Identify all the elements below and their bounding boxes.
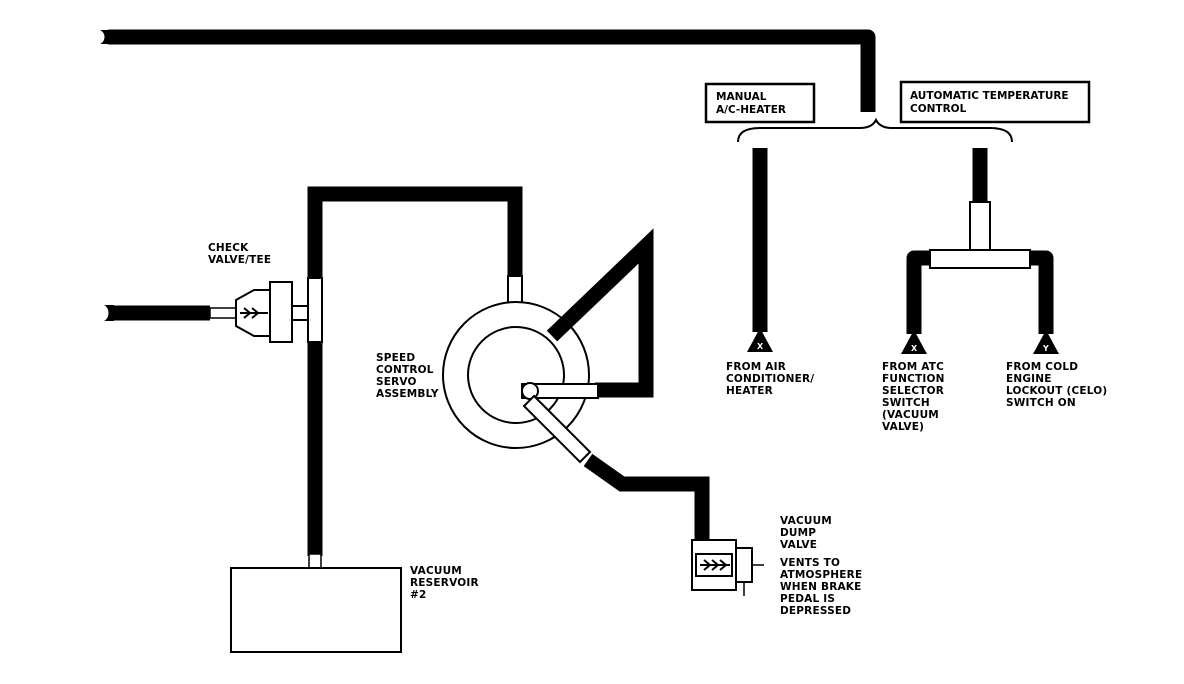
atc-branch-left — [906, 250, 930, 334]
reservoir-label: VACUUM RESERVOIR #2 — [410, 565, 479, 601]
vacuum-reservoir — [230, 567, 402, 653]
from-ac-label-3: HEATER — [726, 385, 773, 397]
main-vacuum-line — [108, 29, 876, 112]
manual-box-line-2: A/C-HEATER — [716, 104, 786, 116]
servo-label-2: CONTROL — [376, 364, 434, 376]
dump-note-3: WHEN BRAKE — [780, 581, 862, 593]
reservoir-label-3: #2 — [410, 589, 427, 601]
from-ac-label-1: FROM AIR — [726, 361, 786, 373]
from-atc-label-3: SELECTOR — [882, 385, 944, 397]
manual-ac-heater-box — [704, 82, 816, 124]
manual-box-line-1: MANUAL — [716, 91, 767, 103]
from-celo-label: FROM COLD ENGINE LOCKOUT (CELO) SWITCH O… — [1006, 361, 1107, 409]
inlet-stub — [209, 307, 237, 319]
dump-valve-label: VACUUM DUMP VALVE — [780, 515, 832, 551]
from-atc-label: FROM ATC FUNCTION SELECTOR SWITCH (VACUU… — [882, 361, 945, 433]
atc-branch-right — [1030, 250, 1054, 334]
from-atc-label-6: VALVE) — [882, 421, 924, 433]
servo-to-dump-hose — [583, 453, 710, 540]
from-celo-connector — [1033, 330, 1059, 354]
from-ac-label-2: CONDITIONER/ — [726, 373, 814, 385]
dump-valve-label-2: DUMP — [780, 527, 816, 539]
dump-note-label: VENTS TO ATMOSPHERE WHEN BRAKE PEDAL IS … — [780, 557, 862, 617]
atc-box — [899, 80, 1091, 124]
from-atc-connector-label: X — [911, 344, 918, 353]
servo-label-1: SPEED — [376, 352, 415, 364]
dump-note-4: PEDAL IS — [780, 593, 835, 605]
dump-note-5: DEPRESSED — [780, 605, 851, 617]
main-line-end-left — [100, 30, 112, 44]
from-atc-label-4: SWITCH — [882, 397, 930, 409]
reservoir-stub — [308, 553, 322, 569]
from-atc-label-2: FUNCTION — [882, 373, 945, 385]
from-atc-label-5: (VACUUM — [882, 409, 939, 421]
from-ac-connector-label: X — [757, 342, 764, 351]
atc-box-line-1: AUTOMATIC TEMPERATURE — [910, 90, 1069, 102]
dump-valve-label-1: VACUUM — [780, 515, 832, 527]
servo-label: SPEED CONTROL SERVO ASSEMBLY — [376, 352, 439, 400]
from-ac-label: FROM AIR CONDITIONER/ HEATER — [726, 361, 814, 397]
from-atc-connector — [901, 330, 927, 354]
reservoir-label-2: RESERVOIR — [410, 577, 479, 589]
servo-loop-hose — [546, 228, 654, 398]
check-valve-tee — [235, 277, 323, 343]
distribution-brace — [737, 117, 1013, 143]
from-celo-label-1: FROM COLD — [1006, 361, 1078, 373]
atc-box-line-2: CONTROL — [910, 103, 967, 115]
servo-label-4: ASSEMBLY — [376, 388, 439, 400]
servo-label-3: SERVO — [376, 376, 417, 388]
dump-note-1: VENTS TO — [780, 557, 840, 569]
from-ac-connector — [747, 328, 773, 352]
tee-to-servo-hose — [307, 186, 523, 282]
reservoir-label-1: VACUUM — [410, 565, 462, 577]
from-celo-connector-label: Y — [1042, 344, 1049, 353]
check-valve-label-2: VALVE/TEE — [208, 254, 271, 266]
servo-rod — [521, 382, 599, 464]
inlet-hose-end — [104, 305, 114, 321]
from-celo-label-3: LOCKOUT (CELO) — [1006, 385, 1107, 397]
atc-tee-fitting — [929, 201, 1031, 269]
from-celo-label-4: SWITCH ON — [1006, 397, 1076, 409]
vacuum-dump-valve — [691, 539, 764, 596]
dump-note-2: ATMOSPHERE — [780, 569, 862, 581]
from-atc-label-1: FROM ATC — [882, 361, 944, 373]
check-valve-label: CHECK VALVE/TEE — [208, 242, 271, 266]
from-celo-label-2: ENGINE — [1006, 373, 1052, 385]
dump-valve-label-3: VALVE — [780, 539, 817, 551]
check-valve-label-1: CHECK — [208, 242, 249, 254]
